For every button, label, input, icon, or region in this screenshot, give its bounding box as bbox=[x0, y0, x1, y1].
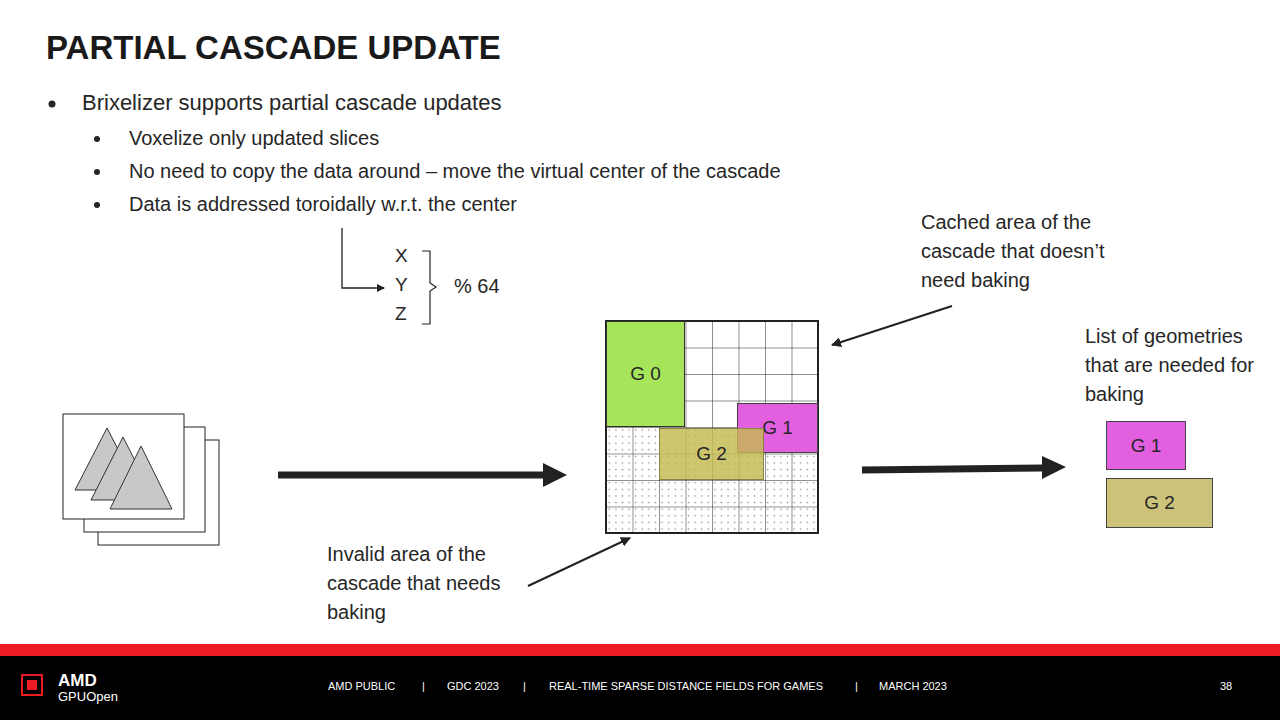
bullet bbox=[94, 136, 100, 142]
flow-arrow bbox=[862, 468, 1044, 470]
axis-letter: X bbox=[395, 245, 408, 268]
node-label: G 0 bbox=[630, 363, 661, 385]
node-label: G 1 bbox=[1131, 435, 1162, 457]
pointer-arrow bbox=[342, 228, 384, 288]
footer-stripe bbox=[0, 644, 1280, 656]
footer-separator: | bbox=[422, 680, 425, 693]
flow-arrow bbox=[278, 472, 545, 479]
footer-text: AMD PUBLIC bbox=[328, 680, 395, 693]
bullet-text: Brixelizer supports partial cascade upda… bbox=[82, 90, 501, 116]
axis-letter: Z bbox=[395, 303, 407, 326]
sub-bullet-text: Voxelize only updated slices bbox=[129, 126, 379, 150]
geometry-box: G 2 bbox=[659, 428, 764, 480]
logo-text: GPUOpen bbox=[58, 689, 118, 705]
axis-letter: Y bbox=[395, 274, 408, 297]
brace bbox=[422, 251, 436, 324]
slide-title: PARTIAL CASCADE UPDATE bbox=[46, 28, 501, 68]
footer-text: REAL-TIME SPARSE DISTANCE FIELDS FOR GAM… bbox=[549, 680, 823, 693]
bullet bbox=[94, 169, 100, 175]
geometry-stack bbox=[63, 414, 219, 545]
flow-arrowhead bbox=[543, 463, 567, 487]
callout-text: Cached area of the cascade that doesn’t … bbox=[921, 208, 1136, 295]
flow-arrowhead bbox=[1042, 456, 1066, 479]
page-number: 38 bbox=[1220, 680, 1232, 693]
footer-text: GDC 2023 bbox=[447, 680, 499, 693]
sub-bullet-text: No need to copy the data around – move t… bbox=[129, 159, 781, 183]
callout-text: List of geometries that are needed for b… bbox=[1085, 322, 1275, 409]
node-label: G 1 bbox=[762, 417, 793, 439]
leader-line bbox=[528, 538, 630, 586]
cascade-grid bbox=[606, 321, 818, 533]
list-item-box: G 1 bbox=[1106, 421, 1186, 470]
bullet bbox=[94, 202, 100, 208]
sub-bullet-text: Data is addressed toroidally w.r.t. the … bbox=[129, 192, 517, 216]
footer-text: MARCH 2023 bbox=[879, 680, 947, 693]
footer-separator: | bbox=[523, 680, 526, 693]
node-label: G 2 bbox=[696, 443, 727, 465]
callout-text: Invalid area of the cascade that needs b… bbox=[327, 540, 525, 627]
footer-band bbox=[0, 656, 1280, 720]
bullet bbox=[49, 101, 56, 108]
footer-separator: | bbox=[855, 680, 858, 693]
node-label: G 2 bbox=[1144, 492, 1175, 514]
geometry-box: G 0 bbox=[606, 321, 685, 427]
leader-line bbox=[832, 306, 952, 345]
list-item-box: G 2 bbox=[1106, 478, 1213, 528]
modulo-label: % 64 bbox=[454, 274, 500, 298]
amd-chip-icon bbox=[22, 675, 42, 695]
logo-text: AMD bbox=[58, 671, 97, 691]
